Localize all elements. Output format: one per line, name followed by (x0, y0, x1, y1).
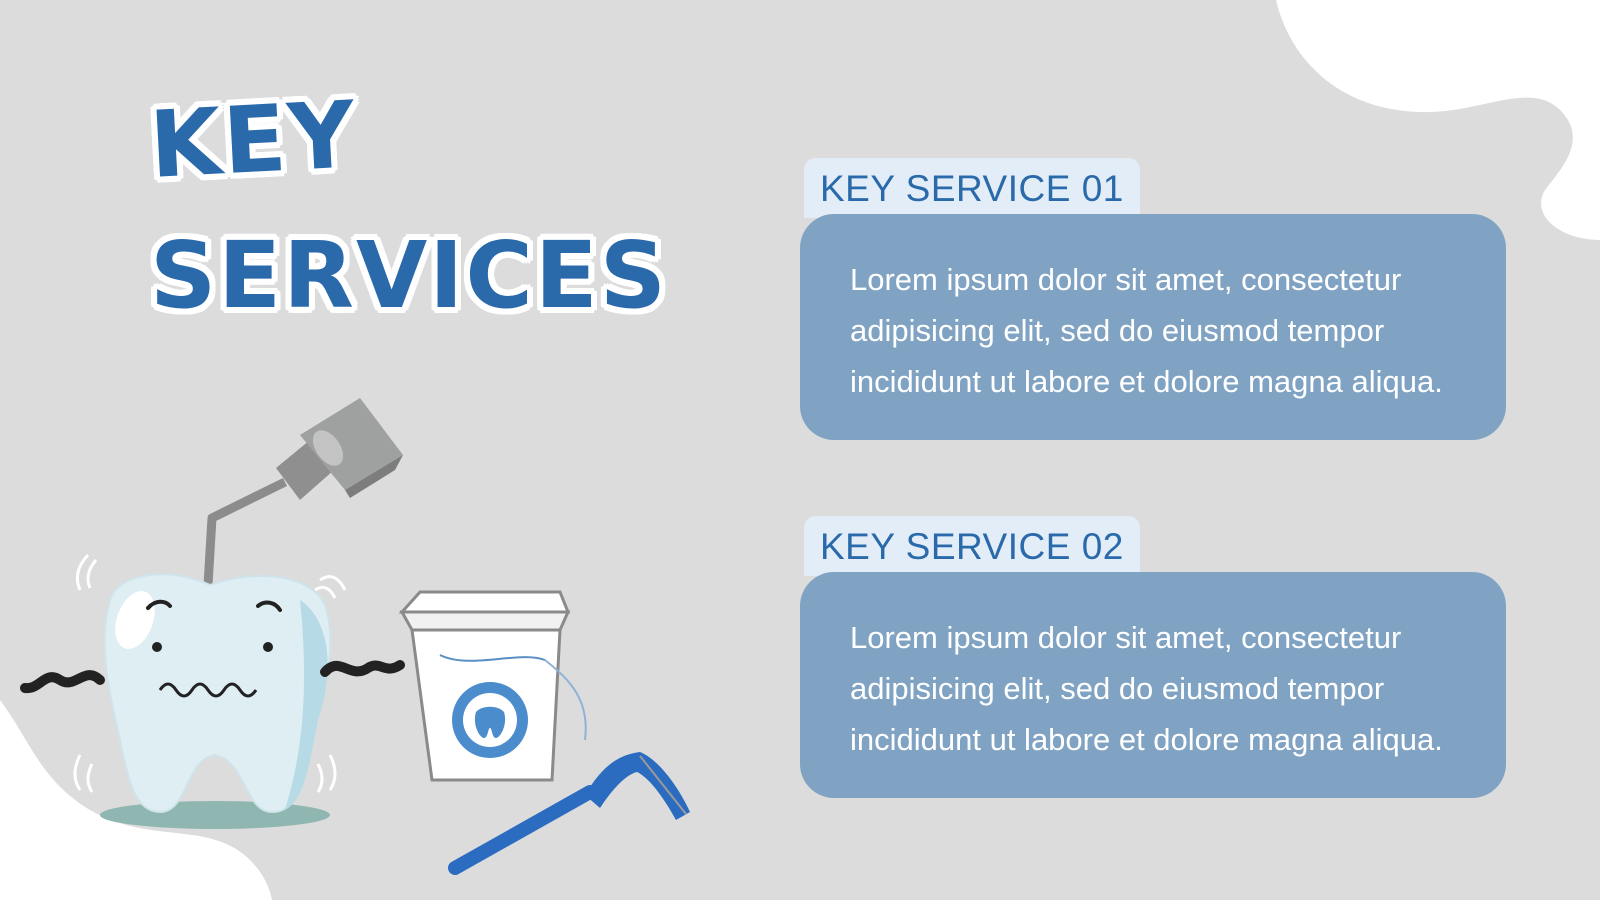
service-02-label: KEY SERVICE 02 (804, 516, 1140, 576)
service-02-card: Lorem ipsum dolor sit amet, consectetur … (800, 572, 1506, 798)
service-01-label: KEY SERVICE 01 (804, 158, 1140, 218)
dental-mirror-icon (203, 398, 403, 586)
tooth-shadow (100, 801, 330, 829)
page-title: KEY SERVICES (147, 81, 669, 329)
service-01-card: Lorem ipsum dolor sit amet, consectetur … (800, 214, 1506, 440)
service-01-description: Lorem ipsum dolor sit amet, consectetur … (850, 262, 1443, 399)
top-right-blob (1276, 0, 1600, 240)
scared-tooth-icon (20, 553, 405, 814)
title-line-services: SERVICES (150, 222, 669, 329)
dental-floss-box-icon (398, 590, 587, 782)
bottom-left-blob (0, 700, 272, 900)
floss-pick-icon (448, 752, 690, 875)
service-02-description: Lorem ipsum dolor sit amet, consectetur … (850, 620, 1443, 757)
